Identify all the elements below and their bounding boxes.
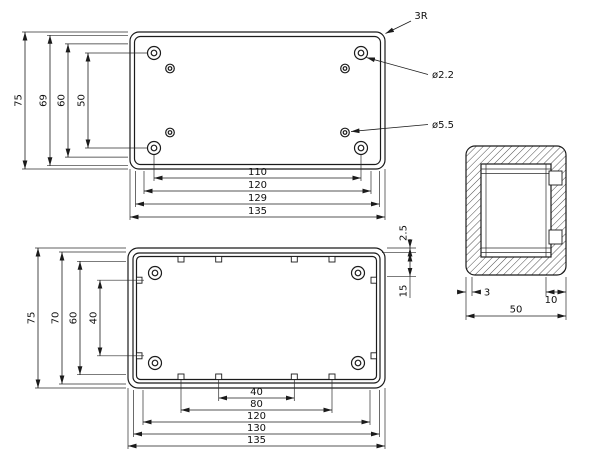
section-detail-lines bbox=[481, 164, 551, 257]
pilot-hole-outer bbox=[340, 127, 350, 138]
dim-label-120: 120 bbox=[248, 180, 267, 191]
extension-lines bbox=[22, 31, 147, 170]
screw-hole-outer bbox=[353, 45, 369, 61]
rib-mark bbox=[328, 256, 336, 263]
dim-label-135: 135 bbox=[247, 435, 266, 446]
rib-mark bbox=[215, 373, 223, 380]
dim-label-120: 120 bbox=[247, 411, 266, 422]
screw-boss-outer bbox=[147, 265, 163, 281]
extension-lines bbox=[127, 380, 386, 449]
side-section-view: 3 10 50 bbox=[457, 145, 567, 320]
dim-label-lip: 2.5 bbox=[399, 225, 410, 241]
top-view-callouts: 3R ø2.2 ø5.5 bbox=[350, 11, 454, 134]
dim-label-40: 40 bbox=[250, 387, 263, 398]
bottom-view-screw-bosses bbox=[147, 265, 366, 371]
dim-label-80: 80 bbox=[250, 399, 263, 410]
top-view-screw-holes bbox=[146, 45, 369, 156]
pilot-hole-outer bbox=[340, 63, 350, 74]
callout-corner-radius: 3R bbox=[414, 11, 427, 22]
rib-mark bbox=[370, 276, 377, 284]
leader-line-large-hole bbox=[350, 124, 429, 134]
pilot-hole-outer bbox=[165, 63, 175, 74]
dim-label-75: 75 bbox=[14, 94, 25, 107]
dim-label-60: 60 bbox=[69, 312, 80, 325]
screw-hole-inner bbox=[357, 144, 365, 152]
rib-mark bbox=[290, 256, 298, 263]
bottom-view: 40 80 120 130 135 75 70 60 40 bbox=[27, 225, 416, 449]
pilot-hole-inner bbox=[167, 130, 173, 135]
rib-mark bbox=[177, 256, 185, 263]
side-view-dims: 3 10 50 bbox=[457, 277, 567, 320]
top-view: 110 120 129 135 75 69 60 50 3R bbox=[14, 11, 454, 220]
lid-clip-slot bbox=[548, 170, 563, 186]
top-view-dims-left: 75 69 60 50 bbox=[14, 31, 147, 170]
extension-lines bbox=[129, 155, 386, 220]
top-view-dims-bottom: 110 120 129 135 bbox=[129, 155, 386, 220]
callout-small-hole-diameter: ø2.2 bbox=[432, 70, 454, 81]
dim-label-60: 60 bbox=[57, 94, 68, 107]
screw-boss-inner bbox=[151, 359, 159, 367]
bottom-view-dims-left: 75 70 60 40 bbox=[27, 247, 144, 389]
leader-line-small-hole bbox=[366, 57, 429, 75]
screw-hole-inner bbox=[150, 144, 158, 152]
screw-hole-inner bbox=[150, 49, 158, 57]
bottom-view-dims-right: 2.5 15 bbox=[382, 225, 416, 298]
dim-label-depth: 15 bbox=[399, 285, 410, 298]
bottom-view-wall-ribs bbox=[136, 256, 377, 380]
rib-mark bbox=[370, 352, 377, 360]
pilot-hole-inner bbox=[342, 66, 348, 71]
dim-label-75: 75 bbox=[27, 312, 38, 325]
bottom-view-inner-wall bbox=[135, 255, 378, 381]
screw-boss-outer bbox=[350, 265, 366, 281]
rib-mark bbox=[328, 373, 336, 380]
dim-label-69: 69 bbox=[39, 94, 50, 107]
screw-boss-inner bbox=[354, 359, 362, 367]
dim-label-130: 130 bbox=[247, 423, 266, 434]
pilot-hole-inner bbox=[342, 130, 348, 135]
bottom-view-wall-line bbox=[132, 252, 381, 384]
bottom-view-outer-outline bbox=[127, 247, 386, 389]
rib-mark bbox=[177, 373, 185, 380]
dim-label-40: 40 bbox=[89, 312, 100, 325]
screw-hole-outer bbox=[353, 140, 369, 156]
dim-label-width: 50 bbox=[510, 305, 523, 316]
extension-lines bbox=[35, 247, 144, 389]
top-view-inner-lip bbox=[133, 35, 382, 166]
lid-clip-slot bbox=[548, 229, 563, 245]
screw-boss-outer bbox=[147, 355, 163, 371]
section-cavity bbox=[480, 163, 552, 258]
leader-line-corner-radius bbox=[385, 20, 412, 34]
pilot-hole-inner bbox=[167, 66, 173, 71]
top-view-outer-outline bbox=[129, 31, 386, 170]
pilot-hole-outer bbox=[165, 127, 175, 138]
bottom-view-dims-bottom: 40 80 120 130 135 bbox=[127, 380, 386, 449]
extension-lines bbox=[465, 277, 567, 320]
dim-label-110: 110 bbox=[248, 167, 267, 178]
dim-label-70: 70 bbox=[51, 312, 62, 325]
dim-label-135: 135 bbox=[248, 206, 267, 217]
screw-hole-outer bbox=[146, 45, 162, 61]
screw-hole-inner bbox=[357, 49, 365, 57]
rib-mark bbox=[215, 256, 223, 263]
screw-boss-inner bbox=[354, 269, 362, 277]
dim-label-50: 50 bbox=[77, 94, 88, 107]
screw-hole-outer bbox=[146, 140, 162, 156]
dim-label-129: 129 bbox=[248, 193, 267, 204]
callout-large-hole-diameter: ø5.5 bbox=[432, 120, 454, 131]
rib-mark bbox=[290, 373, 298, 380]
screw-boss-inner bbox=[151, 269, 159, 277]
dim-label-flange: 10 bbox=[545, 295, 558, 306]
dim-label-wall: 3 bbox=[484, 288, 490, 299]
screw-boss-outer bbox=[350, 355, 366, 371]
